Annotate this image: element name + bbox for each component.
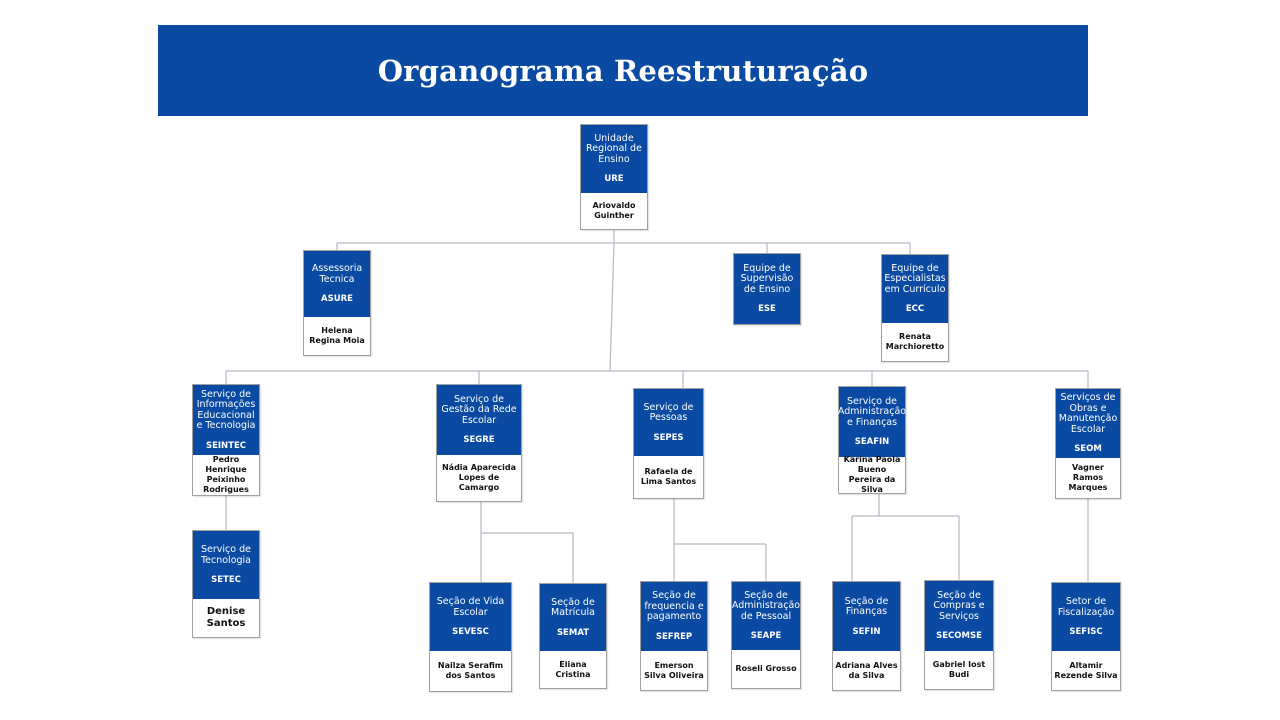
org-node-seintec: Serviço de Informações Educacional e Tec… — [192, 384, 260, 496]
ecc-abbreviation: ECC — [905, 304, 925, 315]
page-title: Organograma Reestruturação — [377, 53, 869, 88]
ecc-person-name: Renata Marchioretto — [885, 332, 945, 351]
title-banner: Organograma Reestruturação — [158, 25, 1088, 116]
sefin-abbreviation: SEFIN — [852, 626, 881, 637]
sefisc-abbreviation: SEFISC — [1069, 627, 1103, 637]
sefisc-person-name: Altamir Rezende Silva — [1054, 660, 1118, 680]
seape-abbreviation: SEAPE — [750, 631, 782, 642]
ese-unit-name: Equipe de Supervisão de Ensino — [740, 262, 794, 295]
ese-abbreviation: ESE — [758, 304, 776, 315]
semat-abbreviation: SEMAT — [556, 627, 590, 638]
seafin-person-name: Karina Paola Bueno Pereira da Silva — [843, 455, 901, 494]
ure-person-name: Ariovaldo Guinther — [592, 201, 636, 220]
connector-line — [609, 242, 615, 372]
seintec-unit-name: Serviço de Informações Educacional e Tec… — [196, 388, 256, 431]
sefin-person-name: Adriana Alves da Silva — [835, 660, 898, 680]
secomse-unit-name: Seção de Compras e Serviços — [933, 589, 985, 622]
sevesc-unit-name: Seção de Vida Escolar — [436, 596, 505, 618]
seafin-unit-name: Serviço de Administração e Finanças — [837, 395, 907, 428]
semat-person-name: Eliana Cristina — [555, 659, 591, 679]
seape-unit-name: Seção de Administração de Pessoal — [731, 589, 801, 622]
sefrep-abbreviation: SEFREP — [655, 631, 693, 642]
secomse-person-name: Gabriel Iost Budi — [932, 660, 986, 679]
asure-person-name: Helena Regina Moia — [309, 326, 365, 345]
setec-person-name: Denise Santos — [206, 606, 246, 629]
seintec-abbreviation: SEINTEC — [205, 440, 247, 451]
segre-unit-name: Serviço de Gestão da Rede Escolar — [441, 393, 517, 426]
sepes-unit-name: Serviço de Pessoas — [643, 401, 694, 423]
setec-abbreviation: SETEC — [211, 575, 241, 585]
sepes-person-name: Rafaela de Lima Santos — [640, 467, 697, 486]
ure-abbreviation: URE — [604, 174, 624, 185]
seape-person-name: Roseli Grosso — [735, 664, 797, 673]
sefrep-person-name: Emerson Silva Oliveira — [644, 660, 704, 680]
setec-unit-name: Serviço de Tecnologia — [200, 544, 252, 566]
sepes-abbreviation: SEPES — [653, 432, 684, 443]
segre-abbreviation: SEGRE — [463, 435, 495, 446]
secomse-abbreviation: SECOMSE — [936, 631, 982, 642]
sefrep-unit-name: Seção de frequencia e pagamento — [644, 590, 704, 623]
asure-unit-name: Assessoria Tecnica — [311, 263, 363, 285]
seom-person-name: Vagner Ramos Marques — [1068, 463, 1108, 492]
seom-unit-name: Serviços de Obras e Manutenção Escolar — [1058, 392, 1118, 435]
seintec-header: Serviço de Informações Educacional e Tec… — [193, 385, 259, 455]
segre-person-name: Nádia Aparecida Lopes de Camargo — [441, 463, 517, 492]
semat-unit-name: Seção de Matrícula — [551, 596, 595, 618]
sefin-unit-name: Seção de Finanças — [844, 595, 889, 617]
sefisc-unit-name: Setor de Fiscalização — [1057, 596, 1115, 618]
asure-abbreviation: ASURE — [321, 294, 353, 304]
ure-unit-name: Unidade Regional de Ensino — [586, 132, 642, 165]
seafin-abbreviation: SEAFIN — [854, 437, 890, 448]
sevesc-abbreviation: SEVESC — [452, 627, 489, 637]
sevesc-person-name: Nailza Serafim dos Santos — [437, 661, 504, 680]
ecc-unit-name: Equipe de Especialistas em Currículo — [884, 262, 946, 295]
seom-abbreviation: SEOM — [1074, 444, 1102, 454]
seintec-person-name: Pedro Henrique Peixinho Rodrigues — [203, 455, 249, 494]
